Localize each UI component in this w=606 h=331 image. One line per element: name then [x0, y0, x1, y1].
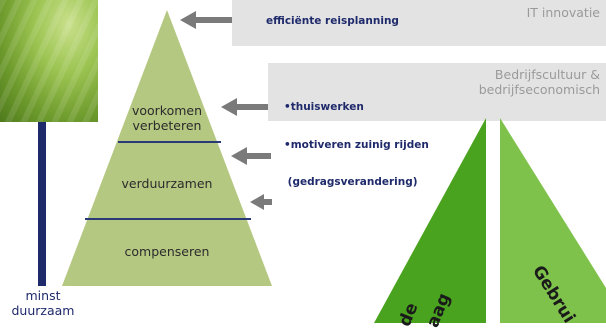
axis-label-least-sustainable: minst duurzaam — [0, 288, 86, 318]
pyramid-tier-2-label: verduurzamen — [121, 176, 213, 191]
box-title-company-culture: Bedrijfscultuur & bedrijfseconomisch — [479, 67, 600, 97]
box-title-line2: bedrijfseconomisch — [478, 82, 600, 97]
grass-photo — [0, 0, 98, 122]
pyramid-tier-3-label: compenseren — [124, 244, 210, 259]
green-triangle-light — [500, 118, 606, 323]
green-triangle-dark — [374, 118, 486, 323]
box-item-home-working: •thuiswerken — [284, 101, 364, 113]
box-item-motivate-driving: •motiveren zuinig rijden — [284, 138, 429, 151]
info-box-it-innovation: IT innovatie efficiënte reisplanning — [232, 0, 606, 46]
box-item-efficient-planning: efficiënte reisplanning — [266, 15, 399, 27]
box-title-it-innovation: IT innovatie — [526, 5, 600, 20]
info-box-company-culture: Bedrijfscultuur & bedrijfseconomisch •th… — [268, 63, 606, 188]
tier-1-line1: voorkomen — [131, 103, 203, 118]
pyramid-shape — [62, 10, 272, 286]
arrow-left-icon — [250, 194, 272, 210]
sustainability-axis-bar — [38, 122, 46, 286]
pyramid-tier-1-label: voorkomen verbeteren — [112, 103, 222, 133]
arrow-left-icon — [231, 147, 271, 165]
box-title-line1: Bedrijfscultuur & — [494, 67, 600, 82]
arrow-left-icon — [221, 98, 271, 116]
tier-1-line2: verbeteren — [132, 118, 202, 133]
box-item-behavior-change: (gedragsverandering) — [284, 176, 418, 188]
box-items-list: •thuiswerken •motiveren zuinig rijden (g… — [284, 76, 429, 214]
green-triangles — [374, 118, 606, 323]
pyramid-diagram — [62, 10, 272, 286]
axis-label-line1: minst — [25, 288, 61, 303]
axis-label-line2: duurzaam — [11, 303, 75, 318]
arrow-left-icon — [180, 11, 240, 29]
